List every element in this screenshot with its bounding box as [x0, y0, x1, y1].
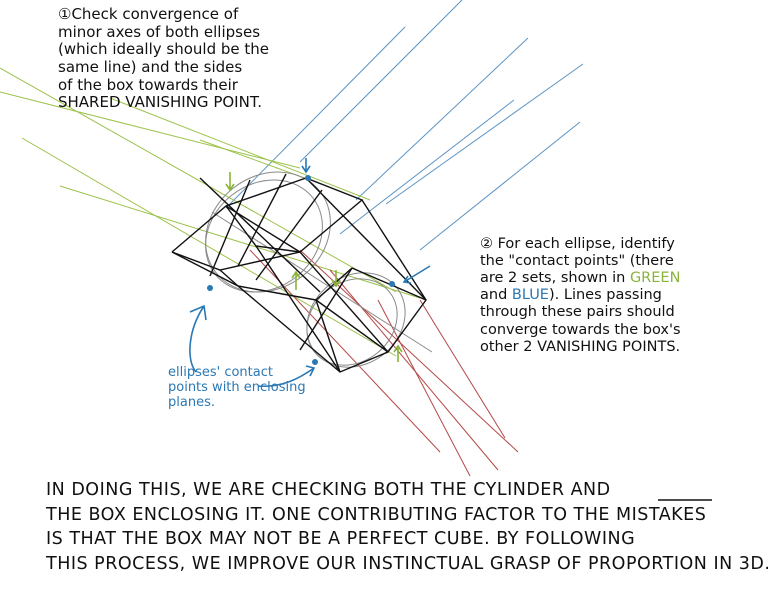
and-word: AND — [570, 480, 611, 500]
note1-line: ①Check convergence of — [58, 5, 239, 23]
blue-label: BLUE — [511, 287, 549, 304]
note2-line: ② For each ellipse, identify — [480, 236, 675, 252]
note3-line: planes. — [168, 394, 215, 410]
green-label: GREEN — [629, 270, 681, 287]
summary-text-part: IN DOING THIS, WE ARE CHECKING BOTH THE … — [46, 480, 571, 500]
note1-line: SHARED VANISHING POINT. — [58, 93, 262, 112]
note2-line: are 2 sets, shown in GREEN — [480, 270, 750, 287]
note2-text: are 2 sets, shown in — [480, 270, 630, 287]
note2-text: and — [480, 287, 512, 304]
note-convergence: ①Check convergence of minor axes of both… — [58, 5, 318, 112]
note3-line: points with enclosing — [168, 379, 306, 395]
note2-line: other 2 VANISHING POINTS. — [480, 338, 681, 355]
green-arrows — [225, 172, 403, 362]
note2-text: ). Lines passing — [548, 287, 662, 304]
note1-line: of the box towards their — [58, 75, 238, 94]
summary-line: IN DOING THIS, WE ARE CHECKING BOTH THE … — [46, 478, 746, 503]
note-ellipse-contacts: ellipses' contact points with enclosing … — [168, 365, 306, 411]
note2-line: and BLUE). Lines passing — [480, 287, 750, 304]
note2-line: through these pairs should — [480, 304, 675, 321]
summary-line: IS THAT THE BOX MAY NOT BE A PERFECT CUB… — [46, 529, 636, 549]
note1-line: (which ideally should be the — [58, 40, 270, 59]
blue-arrows — [189, 158, 431, 388]
note3-line: ellipses' contact — [168, 365, 273, 380]
summary-line: THE BOX ENCLOSING IT. ONE CONTRIBUTING F… — [46, 504, 707, 525]
note2-line: converge towards the box's — [480, 321, 681, 338]
note2-line: the "contact points" (there — [480, 253, 674, 270]
contact-points — [207, 175, 395, 365]
note-contact-points: ② For each ellipse, identify the "contac… — [480, 236, 750, 356]
note1-line: same line) and the sides — [58, 58, 243, 77]
note1-line: minor axes of both ellipses — [58, 22, 261, 41]
summary-text: IN DOING THIS, WE ARE CHECKING BOTH THE … — [46, 478, 770, 576]
summary-line: THIS PROCESS, WE IMPROVE OUR INSTINCTUAL… — [46, 553, 770, 574]
green-convergence-lines — [0, 67, 421, 357]
